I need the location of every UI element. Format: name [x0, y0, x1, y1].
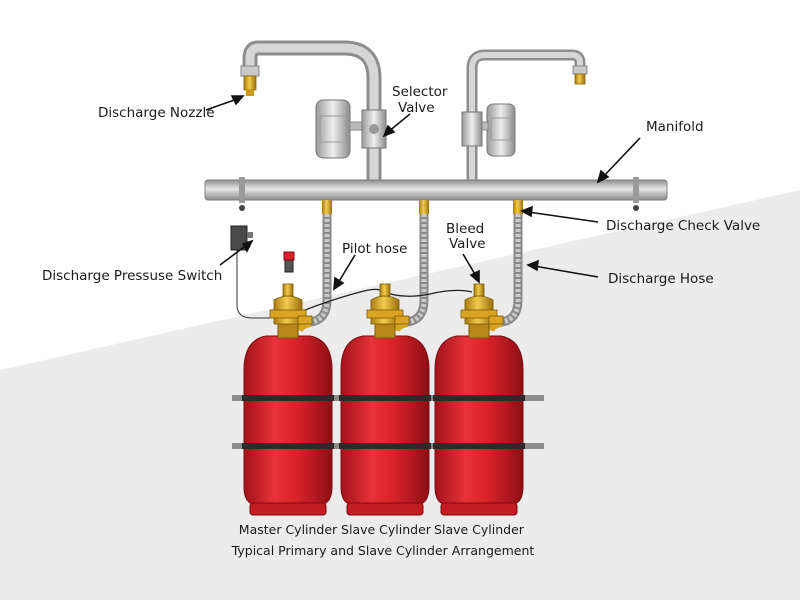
piping	[204, 40, 668, 211]
discharge-nozzle-left	[240, 65, 260, 96]
leader-arrows	[205, 95, 641, 291]
label-pilot-hose: Pilot hose	[342, 241, 407, 257]
label-selector-valve-line1: Selector	[392, 84, 448, 100]
discharge-pressure-switch	[230, 225, 272, 319]
slave-cylinder-2	[433, 283, 525, 516]
label-manifold: Manifold	[646, 119, 704, 135]
cylinder-label-slave-2: Slave Cylinder	[434, 522, 525, 537]
selector-valve-right	[461, 103, 516, 157]
manifold-pipe	[204, 179, 668, 201]
cylinder-label-slave-1: Slave Cylinder	[341, 522, 432, 537]
pilot-actuator-cap	[283, 251, 295, 261]
label-selector-valve-line2: Valve	[398, 100, 435, 116]
discharge-nozzle-right	[572, 65, 588, 85]
label-bleed-valve-line2: Valve	[449, 236, 486, 252]
diagram-caption: Typical Primary and Slave Cylinder Arran…	[231, 543, 535, 558]
label-discharge-nozzle: Discharge Nozzle	[98, 105, 215, 121]
pilot-actuator	[284, 259, 294, 273]
slave-cylinder-1	[339, 283, 431, 516]
master-cylinder	[242, 283, 334, 516]
label-bleed-valve-line1: Bleed	[446, 221, 484, 237]
label-discharge-pressure-switch: Discharge Pressuse Switch	[42, 268, 222, 284]
cylinders	[232, 251, 544, 516]
label-discharge-hose: Discharge Hose	[608, 271, 714, 287]
label-discharge-check-valve: Discharge Check Valve	[606, 218, 760, 234]
cylinder-label-master: Master Cylinder	[239, 522, 338, 537]
